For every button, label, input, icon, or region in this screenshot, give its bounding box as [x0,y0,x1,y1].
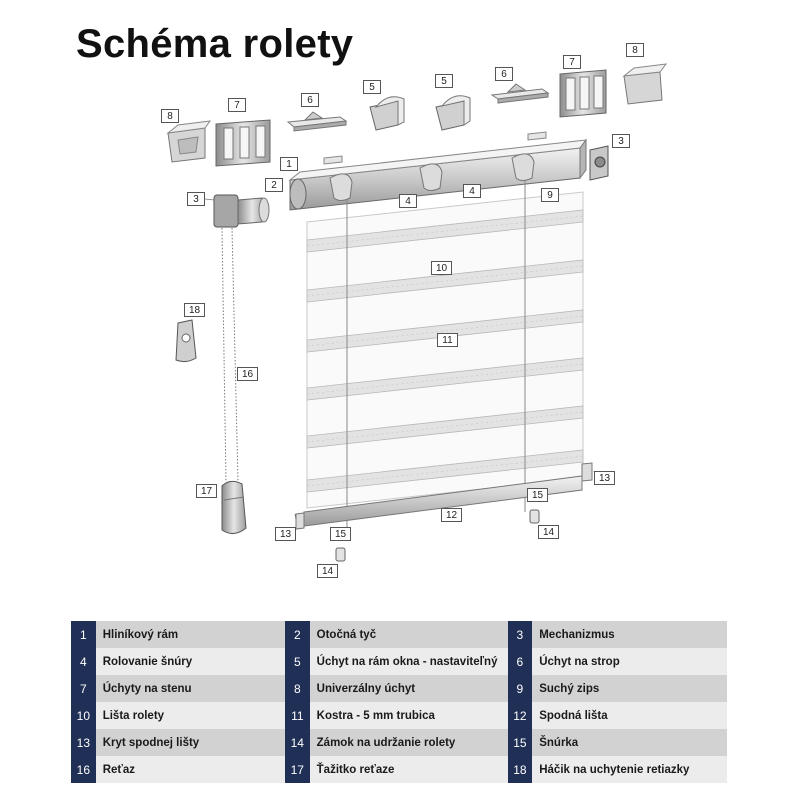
legend-label: Suchý zips [532,675,727,702]
legend-number: 11 [284,702,310,729]
window-frame-bracket-left [369,96,405,131]
chain [221,227,239,483]
legend-label: Mechanizmus [532,621,727,648]
diagram-title: Schéma rolety [76,22,354,66]
legend-number: 16 [71,756,96,783]
lock-left [335,547,346,562]
universal-bracket-right [622,63,668,105]
legend-label: Univerzálny úchyt [309,675,508,702]
legend-row: 1 Hliníkový rám 2 Otočná tyč 3 Mechanizm… [71,621,727,648]
callout-15-right: 15 [527,488,548,502]
callout-7-right: 7 [563,55,581,69]
legend-label: Lišta rolety [95,702,285,729]
legend-number: 15 [507,729,533,756]
legend-row: 13 Kryt spodnej lišty 14 Zámok na udržan… [71,729,727,756]
legend-number: 9 [507,675,533,702]
ceiling-bracket-left [286,111,348,132]
blind-fabric [306,180,584,530]
callout-15-left: 15 [330,527,351,541]
legend-label: Hliníkový rám [95,621,285,648]
legend-number: 18 [507,756,533,783]
legend-label: Reťaz [95,756,285,783]
callout-5-left: 5 [363,80,381,94]
legend-label: Háčik na uchytenie retiazky [532,756,727,783]
legend-number: 14 [284,729,310,756]
chain-hook [175,319,197,363]
callout-1: 1 [280,157,298,171]
legend-number: 7 [71,675,96,702]
legend-label: Rolovanie šnúry [95,648,285,675]
legend-label: Otočná tyč [309,621,508,648]
legend-number: 13 [71,729,96,756]
wall-bracket-right [559,69,607,118]
callout-13-left: 13 [275,527,296,541]
lock-right [529,509,540,524]
legend-row: 10 Lišta rolety 11 Kostra - 5 mm trubica… [71,702,727,729]
legend-label: Zámok na udržanie rolety [309,729,508,756]
legend-label: Spodná lišta [532,702,727,729]
parts-legend-table: 1 Hliníkový rám 2 Otočná tyč 3 Mechanizm… [71,621,727,783]
callout-6-right: 6 [495,67,513,81]
legend-label: Kostra - 5 mm trubica [309,702,508,729]
wall-bracket-left [215,119,271,167]
legend-label: Šnúrka [532,729,727,756]
legend-number: 4 [71,648,96,675]
ceiling-bracket-right [490,83,550,104]
callout-18: 18 [184,303,205,317]
callout-11: 11 [437,333,458,347]
callout-10: 10 [431,261,452,275]
legend-number: 1 [71,621,96,648]
legend-row: 7 Úchyty na stenu 8 Univerzálny úchyt 9 … [71,675,727,702]
callout-12: 12 [441,508,462,522]
legend-label: Kryt spodnej lišty [95,729,285,756]
callout-5-right: 5 [435,74,453,88]
callout-6-left: 6 [301,93,319,107]
legend-label: Úchyty na stenu [95,675,285,702]
callout-7-left: 7 [228,98,246,112]
universal-bracket-left [166,120,212,163]
legend-number: 12 [507,702,533,729]
blind-exploded-diagram [166,63,668,562]
callout-13-right: 13 [594,471,615,485]
chain-weight [221,480,247,534]
legend-number: 5 [284,648,310,675]
legend-number: 6 [507,648,533,675]
callout-9: 9 [541,188,559,202]
callout-8-left: 8 [161,109,179,123]
callout-8-right: 8 [626,43,644,57]
callout-3-left: 3 [187,192,205,206]
callout-14-right: 14 [538,525,559,539]
legend-number: 2 [284,621,310,648]
bottom-bar [295,462,593,530]
mechanism-left [213,194,270,228]
callout-3-right: 3 [612,134,630,148]
callout-2: 2 [265,178,283,192]
legend-number: 8 [284,675,310,702]
legend-number: 10 [71,702,96,729]
legend-number: 17 [284,756,310,783]
callout-17: 17 [196,484,217,498]
window-frame-bracket-right [435,95,471,131]
legend-label: Úchyt na strop [532,648,727,675]
mechanism-right [589,145,609,181]
callout-16: 16 [237,367,258,381]
callout-4-left: 4 [399,194,417,208]
aluminium-head-rail [288,138,588,211]
callout-4-right: 4 [463,184,481,198]
legend-row: 4 Rolovanie šnúry 5 Úchyt na rám okna - … [71,648,727,675]
legend-number: 3 [507,621,533,648]
callout-14-left: 14 [317,564,338,578]
legend-row: 16 Reťaz 17 Ťažitko reťaze 18 Háčik na u… [71,756,727,783]
legend-label: Ťažitko reťaze [309,756,508,783]
legend-label: Úchyt na rám okna - nastaviteľný [309,648,508,675]
